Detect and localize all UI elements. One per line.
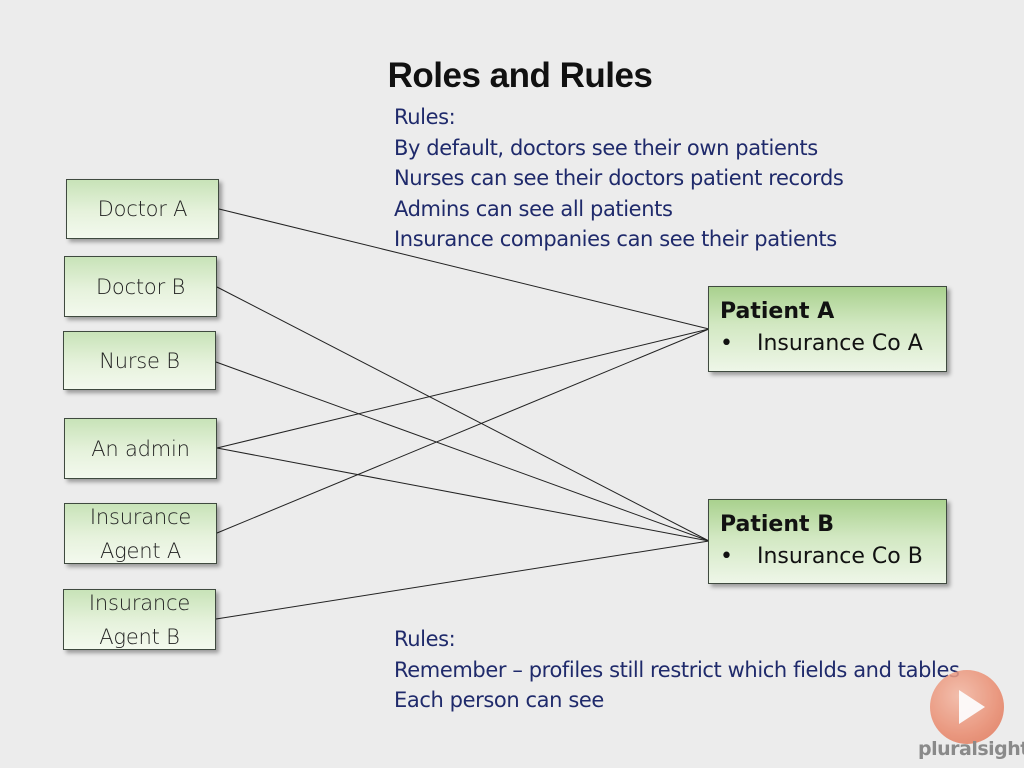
role-label-line-2: Agent B [99,624,180,649]
rules-bottom: Rules: Remember – profiles still restric… [394,624,960,716]
patient-insurance-item: • Insurance Co A [720,327,946,361]
rules-heading: Rules: [394,105,456,129]
pluralsight-logo: pluralsight [916,664,1024,768]
role-box-insurance-agent-a: Insurance Agent A [64,503,217,564]
role-label-line-1: Insurance [88,590,191,615]
patient-title: Patient A [720,299,835,324]
rule-line: Each person can see [394,688,604,712]
patient-title: Patient B [720,512,834,537]
patient-box-b: Patient B • Insurance Co B [708,499,947,584]
logo-text: pluralsight [918,738,1024,760]
link-doctor-a-patient-a [218,208,710,330]
link-insurance-agent-a-patient-a [216,328,710,534]
rule-line: By default, doctors see their own patien… [394,135,818,160]
insurance-label: Insurance Co B [757,544,923,569]
bullet: • [720,544,733,569]
rule-line: Admins can see all patients [394,196,673,221]
rules-heading: Rules: [394,627,456,651]
insurance-label: Insurance Co A [757,331,923,356]
role-label: An admin [91,436,190,461]
role-box-nurse-b: Nurse B [63,331,216,390]
role-box-an-admin: An admin [64,418,217,479]
role-label: Nurse B [99,348,180,373]
bullet: • [720,331,733,356]
link-an-admin-patient-b [216,447,710,542]
link-nurse-b-patient-b [215,361,710,542]
role-label-line-2: Agent A [99,538,182,563]
role-box-doctor-a: Doctor A [66,179,219,239]
role-label-line-1: Insurance [89,504,192,529]
role-label: Doctor A [97,197,188,221]
rule-line: Remember – profiles still restrict which… [394,657,960,682]
link-doctor-b-patient-b [216,286,710,542]
role-label: Doctor B [95,274,186,299]
role-box-insurance-agent-b: Insurance Agent B [63,589,216,650]
patient-box-a: Patient A • Insurance Co A [708,286,947,372]
slide-title: Roles and Rules [387,56,653,95]
rules-top: Rules: By default, doctors see their own… [394,102,844,255]
rule-line: Insurance companies can see their patien… [394,227,837,251]
link-an-admin-patient-a [216,328,710,449]
play-icon [930,670,1004,744]
role-box-doctor-b: Doctor B [64,256,217,317]
rule-line: Nurses can see their doctors patient rec… [394,166,844,190]
link-insurance-agent-b-patient-b [215,540,710,620]
patient-insurance-item: • Insurance Co B [720,540,946,574]
